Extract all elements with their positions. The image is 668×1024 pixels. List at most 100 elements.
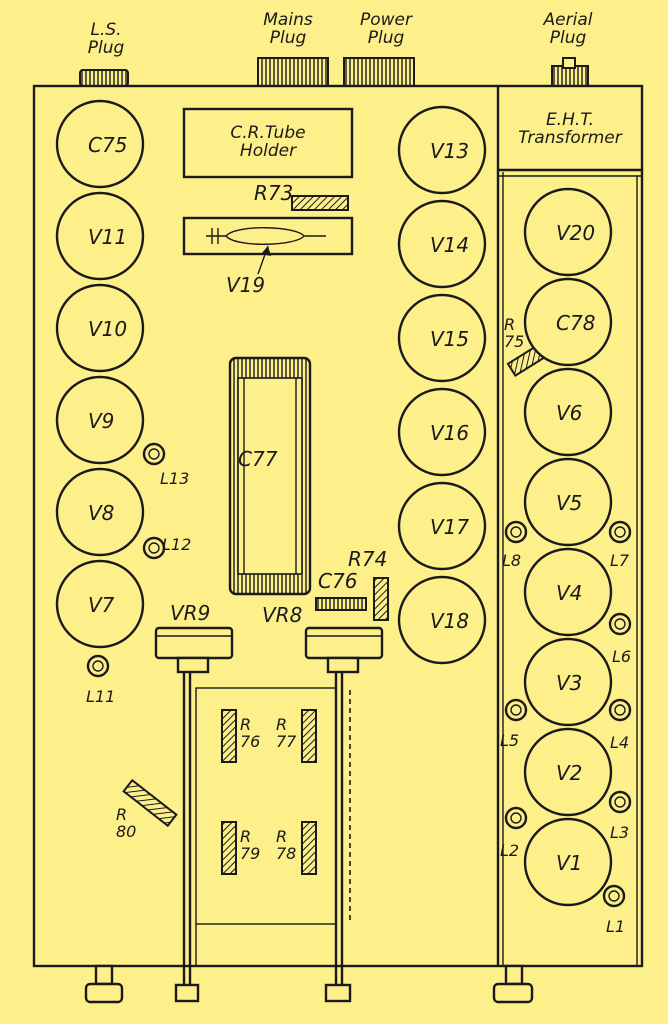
capacitor-c76: C76 bbox=[315, 569, 367, 611]
valve-v20: V20 bbox=[523, 187, 613, 277]
coil-label: L3 bbox=[610, 823, 629, 842]
resistor-r73: R73 bbox=[254, 181, 349, 211]
valve-label: V2 bbox=[556, 761, 582, 785]
valve-v15: V15 bbox=[397, 293, 487, 383]
coil-label: L7 bbox=[610, 551, 630, 570]
r73-label: R73 bbox=[254, 181, 293, 205]
valve-v16: V16 bbox=[397, 387, 487, 477]
valve-label: V3 bbox=[556, 671, 582, 695]
valve-v13: V13 bbox=[397, 105, 487, 195]
coil-label: L1 bbox=[606, 917, 625, 936]
resistor-r74: R74 bbox=[348, 547, 389, 621]
valve-v18: V18 bbox=[397, 575, 487, 665]
coil-label: L5 bbox=[500, 731, 519, 750]
c77-label: C77 bbox=[238, 447, 278, 471]
capacitor-c77: C77 bbox=[228, 356, 312, 596]
valve-v8: V8 bbox=[55, 467, 145, 557]
coil-label: L6 bbox=[612, 647, 631, 666]
valve-label: V10 bbox=[88, 317, 127, 341]
coil-label: L11 bbox=[86, 687, 115, 706]
coil-l1: L1 bbox=[602, 884, 626, 936]
v19-label: V19 bbox=[226, 273, 265, 297]
r74-label: R74 bbox=[348, 547, 387, 571]
coil-label: L13 bbox=[160, 469, 189, 488]
coil-l11: L11 bbox=[86, 654, 115, 706]
ls-plug: L.S.Plug bbox=[79, 20, 129, 87]
coil-label: L12 bbox=[162, 535, 191, 554]
c76-label: C76 bbox=[318, 569, 357, 593]
coil-l6: L6 bbox=[608, 612, 632, 666]
valve-label: V11 bbox=[88, 225, 127, 249]
valve-v6: V6 bbox=[523, 367, 613, 457]
eht-label: E.H.T.Transformer bbox=[518, 110, 622, 148]
coil-l2: L2 bbox=[500, 806, 528, 860]
foot-left bbox=[84, 964, 124, 1004]
valve-label: V18 bbox=[430, 609, 469, 633]
ls-plug-label: L.S.Plug bbox=[88, 20, 125, 58]
coil-l3: L3 bbox=[608, 790, 632, 842]
coil-l12: L12 bbox=[142, 535, 191, 560]
foot-right bbox=[492, 964, 534, 1004]
valve-v5: V5 bbox=[523, 457, 613, 547]
coil-l13: L13 bbox=[142, 442, 189, 488]
valve-v14: V14 bbox=[397, 199, 487, 289]
valve-v11: V11 bbox=[55, 191, 145, 281]
valve-label: V7 bbox=[88, 593, 115, 617]
valve-label: C75 bbox=[88, 133, 127, 157]
coil-l4: L4 bbox=[608, 698, 632, 752]
coil-l5: L5 bbox=[500, 698, 528, 750]
valve-v17: V17 bbox=[397, 481, 487, 571]
coil-label: L2 bbox=[500, 841, 519, 860]
valve-label: V15 bbox=[430, 327, 469, 351]
valve-v2: V2 bbox=[523, 727, 613, 817]
coil-label: L8 bbox=[502, 551, 521, 570]
vr9-label: VR9 bbox=[170, 601, 210, 625]
valve-c75: C75 bbox=[55, 99, 145, 189]
valve-label: V9 bbox=[88, 409, 114, 433]
coil-l7: L7 bbox=[608, 520, 632, 570]
valve-label: C78 bbox=[556, 311, 595, 335]
tube-holder-v19: V19 bbox=[182, 216, 354, 297]
vr8-label: VR8 bbox=[262, 603, 302, 627]
valve-label: V1 bbox=[556, 851, 582, 875]
valve-label: V13 bbox=[430, 139, 469, 163]
resistor-subpanel bbox=[183, 687, 351, 966]
valve-c78: C78 bbox=[523, 277, 613, 367]
valve-v10: V10 bbox=[55, 283, 145, 373]
valve-v1: V1 bbox=[523, 817, 613, 907]
coil-label: L4 bbox=[610, 733, 629, 752]
valve-label: V17 bbox=[430, 515, 469, 539]
valve-label: V4 bbox=[556, 581, 582, 605]
valve-label: V8 bbox=[88, 501, 114, 525]
valve-label: V14 bbox=[430, 233, 469, 257]
potentiometer-vr9: VR9 bbox=[154, 601, 234, 1003]
valve-groups: C75V11V10V9V8V7V13V14V15V16V17V18V20C78V… bbox=[55, 99, 613, 907]
valve-label: V16 bbox=[430, 421, 469, 445]
valve-v4: V4 bbox=[523, 547, 613, 637]
valve-label: V5 bbox=[556, 491, 582, 515]
valve-label: V6 bbox=[556, 401, 582, 425]
valve-v7: V7 bbox=[55, 559, 145, 649]
valve-label: V20 bbox=[556, 221, 595, 245]
valve-v9: V9 bbox=[55, 375, 145, 465]
